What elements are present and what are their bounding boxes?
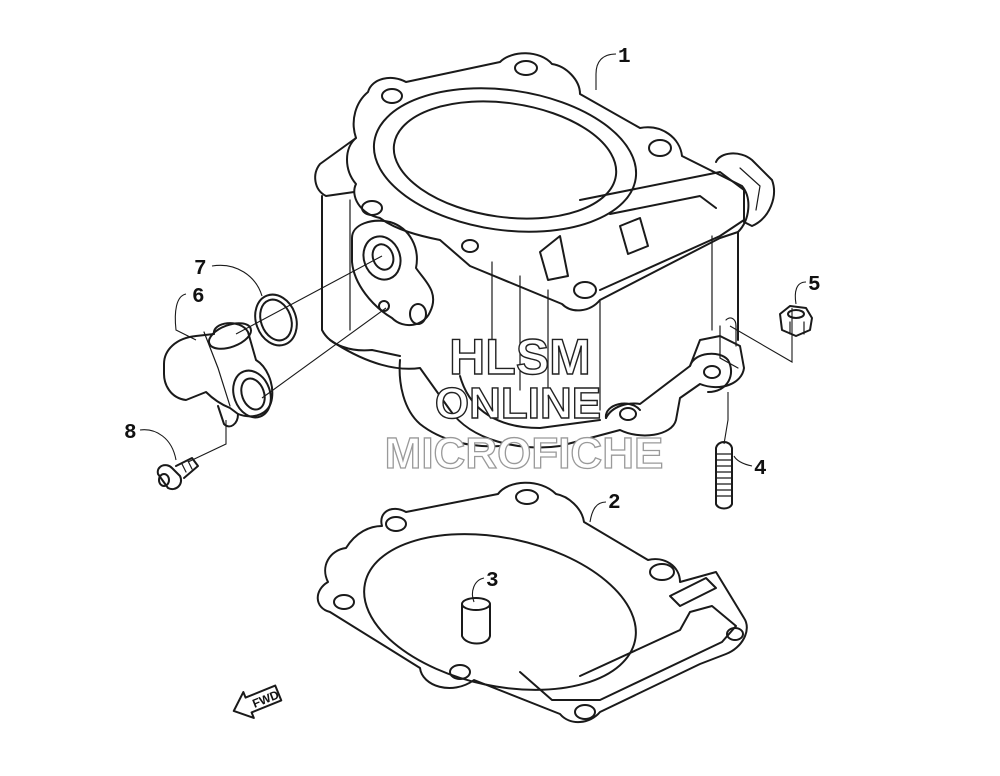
callout-5: 5 [808, 274, 821, 297]
callout-1: 1 [618, 46, 631, 69]
base-gasket-part [316, 481, 748, 723]
callout-3: 3 [486, 570, 499, 593]
watermark: HLSM ONLINE MICROFICHE [384, 328, 664, 478]
watermark-line2: ONLINE [435, 379, 601, 428]
water-outlet-elbow-part [163, 322, 274, 428]
assembly-lines [187, 255, 793, 463]
watermark-line1: HLSM [449, 329, 591, 385]
callout-4: 4 [754, 458, 767, 481]
o-ring-part [254, 293, 298, 347]
cylinder-part [314, 52, 775, 449]
callout-2: 2 [608, 492, 621, 515]
callout-labels: 1 2 3 4 5 6 7 8 [124, 46, 821, 593]
stud-part [715, 441, 733, 510]
leader-lines [139, 53, 807, 603]
dowel-pin-part [461, 597, 491, 645]
flange-nut-part [779, 305, 813, 337]
callout-7: 7 [194, 258, 207, 281]
cap-screw-part [156, 457, 199, 490]
callout-6: 6 [192, 286, 205, 309]
watermark-line3: MICROFICHE [385, 429, 664, 478]
forward-arrow-icon: FWD [232, 684, 283, 719]
callout-8: 8 [124, 422, 137, 445]
